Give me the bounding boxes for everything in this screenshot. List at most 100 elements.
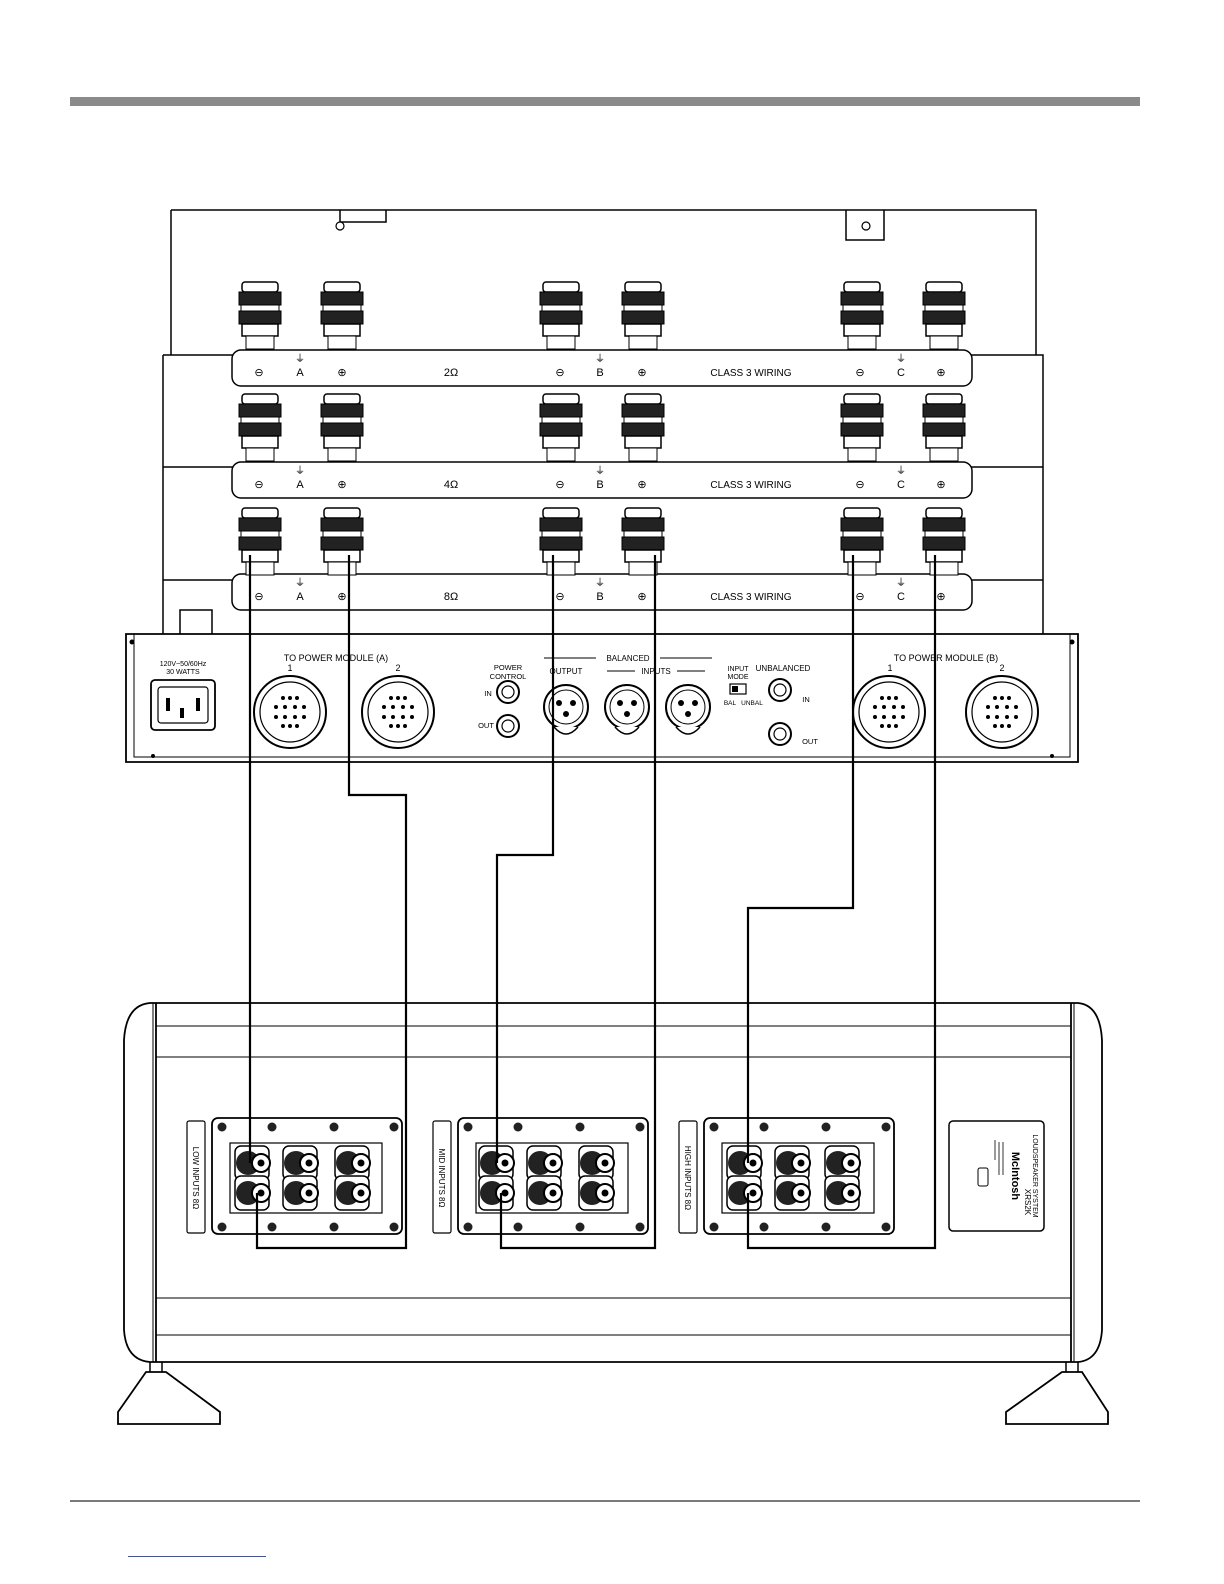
channel-b-label: B <box>596 479 603 491</box>
brand-logo: McIntosh <box>1009 1152 1021 1201</box>
high-inputs-panel: HIGH INPUTS 8Ω <box>678 1117 895 1235</box>
speaker-cables <box>248 555 937 1250</box>
mid-plus-cable <box>499 555 657 1250</box>
ground-icon: ⏚ <box>896 465 906 477</box>
high-binding-post[interactable] <box>824 1175 861 1211</box>
impedance-label: 4Ω <box>444 479 458 491</box>
power-inlet-icon <box>150 679 216 731</box>
high-binding-post[interactable] <box>726 1175 763 1211</box>
mid-binding-post[interactable] <box>478 1175 515 1211</box>
unbal-label: UNBAL <box>741 700 763 707</box>
channel-a-label: A <box>296 591 304 603</box>
model-label: XRS2K <box>1023 1189 1032 1216</box>
unbalanced-label: UNBALANCED <box>756 664 811 673</box>
speaker-nameplate: McIntosh XRS2K LOUDSPEAKER SYSTEM <box>948 1120 1045 1232</box>
minus-label: ⊖ <box>254 591 263 603</box>
system-label: LOUDSPEAKER SYSTEM <box>1031 1134 1038 1217</box>
mid-binding-post[interactable] <box>526 1175 563 1211</box>
high-binding-post[interactable] <box>726 1145 763 1181</box>
power-out-label: OUT <box>478 721 494 730</box>
power-in-label: IN <box>484 689 492 698</box>
unbalanced-out-label: OUT <box>802 737 818 746</box>
module-b-connector-1[interactable] <box>852 675 926 749</box>
ground-icon: ⏚ <box>595 353 605 365</box>
minus-label: ⊖ <box>855 367 864 379</box>
plus-label: ⊕ <box>637 479 646 491</box>
minus-label: ⊖ <box>555 367 564 379</box>
module-b-connector-2[interactable] <box>965 675 1039 749</box>
plus-label: ⊕ <box>337 591 346 603</box>
input-mode-label-2: MODE <box>728 674 749 681</box>
channel-c-label: C <box>897 367 905 379</box>
mid-inputs-label: MID INPUTS 8Ω <box>437 1149 446 1208</box>
wiring-label: CLASS 3 WIRING <box>710 480 791 491</box>
connector-2-label: 2 <box>395 663 400 673</box>
mid-binding-post[interactable] <box>526 1145 563 1181</box>
low-plus-cable <box>255 555 408 1250</box>
impedance-label: 2Ω <box>444 367 458 379</box>
footer-rule <box>70 1500 1140 1502</box>
amplifier-output-panel: ⊖ ⏚ A ⊕ 2Ω ⊖ ⏚ B ⊕ CLASS 3 WIRING ⊖ ⏚ C … <box>162 209 1044 638</box>
module-b-label: TO POWER MODULE (B) <box>894 653 998 663</box>
mid-inputs-panel: MID INPUTS 8Ω <box>432 1117 649 1235</box>
input-mode-label: INPUT <box>728 666 750 673</box>
input-mode-switch[interactable] <box>729 683 747 695</box>
ground-icon: ⏚ <box>295 353 305 365</box>
channel-c-label: C <box>897 591 905 603</box>
header-rule <box>70 97 1140 106</box>
channel-b-label: B <box>596 591 603 603</box>
footer-link-underline[interactable] <box>128 1556 266 1557</box>
impedance-label: 8Ω <box>444 591 458 603</box>
mid-binding-post[interactable] <box>578 1145 615 1181</box>
low-binding-post[interactable] <box>234 1145 271 1181</box>
impedance-row-2ohm: ⊖ ⏚ A ⊕ 2Ω ⊖ ⏚ B ⊕ CLASS 3 WIRING ⊖ ⏚ C … <box>231 281 973 387</box>
control-panel: 120V~50/60Hz 30 WATTS TO POWER MODULE (A… <box>125 633 1079 763</box>
high-binding-post[interactable] <box>774 1175 811 1211</box>
low-binding-post[interactable] <box>334 1175 371 1211</box>
low-binding-post[interactable] <box>282 1145 319 1181</box>
module-a-label: TO POWER MODULE (A) <box>284 653 388 663</box>
module-a-connector-1[interactable] <box>253 675 327 749</box>
bal-label: BAL <box>724 700 737 707</box>
connector-1-label: 1 <box>887 663 892 673</box>
power-control-label-2: CONTROL <box>490 672 527 681</box>
channel-b-label: B <box>596 367 603 379</box>
plus-label: ⊕ <box>337 367 346 379</box>
channel-a-label: A <box>296 479 304 491</box>
power-control-out-jack[interactable] <box>496 714 520 738</box>
unbalanced-in-label: IN <box>802 695 810 704</box>
high-binding-post[interactable] <box>824 1145 861 1181</box>
high-inputs-label: HIGH INPUTS 8Ω <box>683 1146 692 1210</box>
low-binding-post[interactable] <box>234 1175 271 1211</box>
impedance-row-4ohm: ⊖ ⏚ A ⊕ 4Ω ⊖ ⏚ B ⊕ CLASS 3 WIRING ⊖ ⏚ C … <box>231 393 973 499</box>
plus-label: ⊕ <box>337 479 346 491</box>
high-binding-post[interactable] <box>774 1145 811 1181</box>
mid-binding-post[interactable] <box>578 1175 615 1211</box>
output-label: OUTPUT <box>550 667 583 676</box>
plus-label: ⊕ <box>637 367 646 379</box>
minus-label: ⊖ <box>555 591 564 603</box>
plus-label: ⊕ <box>936 591 945 603</box>
minus-label: ⊖ <box>254 479 263 491</box>
power-control-in-jack[interactable] <box>496 680 520 704</box>
minus-label: ⊖ <box>555 479 564 491</box>
high-minus-cable <box>746 555 855 1163</box>
power-watts-label: 30 WATTS <box>166 669 200 676</box>
module-a-connector-2[interactable] <box>361 675 435 749</box>
low-binding-post[interactable] <box>334 1145 371 1181</box>
plus-label: ⊕ <box>936 479 945 491</box>
low-inputs-panel: LOW INPUTS 8Ω <box>186 1117 403 1235</box>
plus-label: ⊕ <box>637 591 646 603</box>
connector-1-label: 1 <box>287 663 292 673</box>
low-binding-post[interactable] <box>282 1175 319 1211</box>
plus-label: ⊕ <box>936 367 945 379</box>
unbalanced-out-jack[interactable] <box>768 722 792 746</box>
minus-label: ⊖ <box>855 591 864 603</box>
ground-icon: ⏚ <box>595 577 605 589</box>
mid-minus-cable <box>495 555 555 1163</box>
unbalanced-in-jack[interactable] <box>768 678 792 702</box>
balanced-label: BALANCED <box>606 654 649 663</box>
minus-label: ⊖ <box>254 367 263 379</box>
wiring-label: CLASS 3 WIRING <box>710 592 791 603</box>
